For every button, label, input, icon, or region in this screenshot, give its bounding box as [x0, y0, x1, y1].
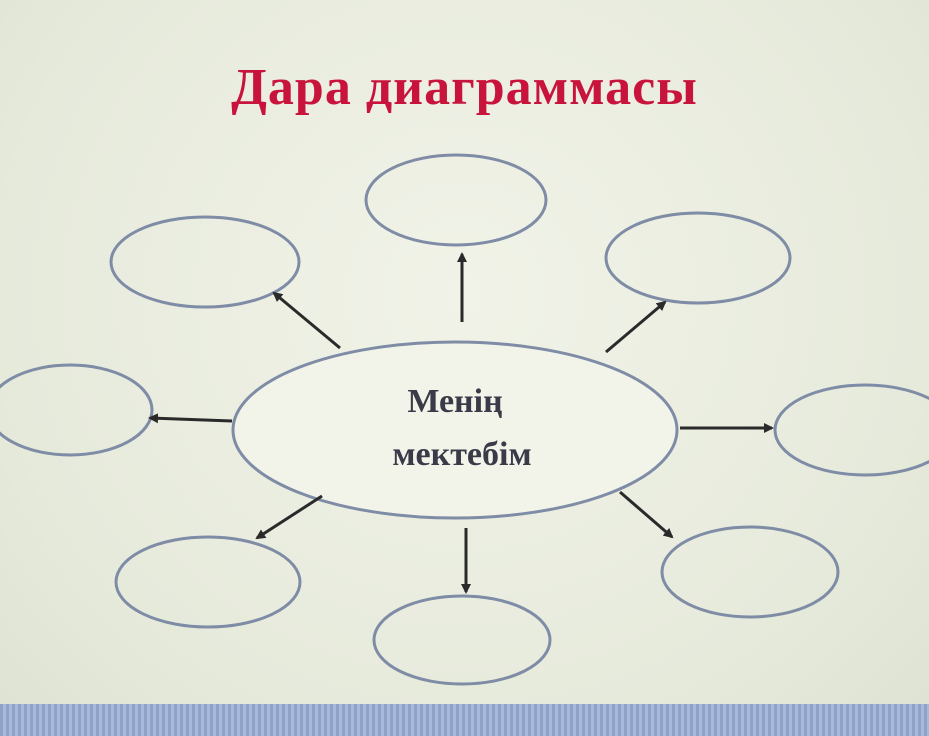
bubble-top — [364, 153, 548, 247]
arrow-down-right — [619, 490, 674, 539]
bubble-bottom-right — [660, 525, 840, 619]
bubble-top-right — [604, 211, 792, 305]
arrow-left — [148, 413, 233, 424]
arrow-down-left — [255, 494, 323, 540]
bubble-top-left — [109, 215, 301, 309]
arrow-up-left — [272, 291, 341, 350]
bubble-bottom — [372, 594, 552, 686]
diagram-title: Дара диаграммасы — [231, 59, 698, 116]
bubble-right — [773, 383, 929, 477]
bubble-left — [0, 363, 154, 457]
arrow-up-right — [605, 300, 667, 354]
center-bubble — [231, 340, 679, 520]
screen-bezel-strip — [0, 704, 929, 736]
bubble-bottom-left — [114, 535, 302, 629]
center-label-line1: Менің — [407, 383, 502, 420]
center-label-line2: мектебім — [392, 436, 531, 473]
